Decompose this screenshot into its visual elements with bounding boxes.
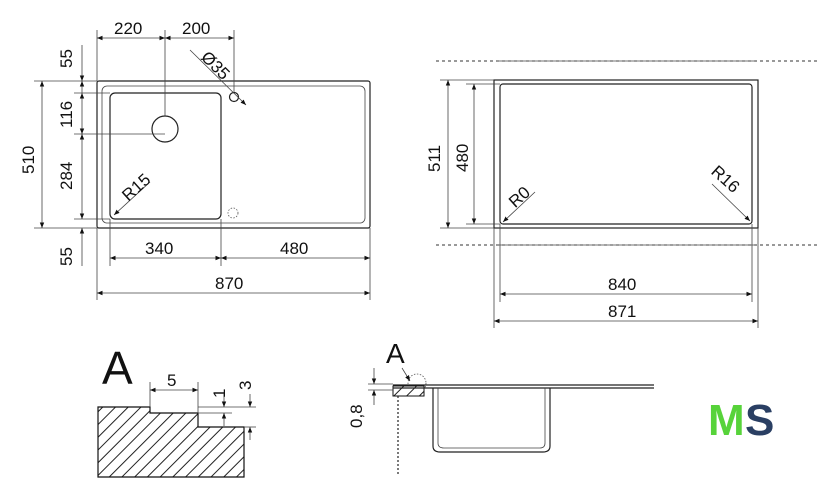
dim-1: 1 — [210, 389, 229, 398]
detail-a-section — [97, 406, 245, 478]
detail-a: A 5 1 3 — [97, 342, 256, 478]
sink-profile — [393, 384, 654, 453]
sink-inner-outline — [101, 85, 366, 224]
brand-logo: M S — [708, 396, 774, 445]
overflow-hole — [227, 207, 239, 219]
dim-r0: R0 — [505, 183, 534, 212]
dim-284: 284 — [57, 162, 76, 190]
dim-480-right: 480 — [453, 144, 472, 172]
dim-r16: R16 — [707, 162, 743, 197]
worktop-section — [392, 385, 425, 397]
dim-3: 3 — [236, 381, 255, 390]
dim-480: 480 — [280, 239, 308, 258]
dim-thickness: 0,8 — [347, 404, 366, 428]
dim-510: 510 — [19, 146, 38, 174]
drain-hole — [151, 115, 179, 143]
dim-200: 200 — [182, 19, 210, 38]
tap-hole — [228, 91, 240, 103]
dim-116: 116 — [57, 101, 76, 128]
dim-220: 220 — [114, 19, 142, 38]
dim-tap-diameter: Ø35 — [197, 47, 233, 83]
section-a-label: A — [386, 338, 405, 369]
section-view: A 0,8 — [347, 338, 654, 476]
cutout-inner — [499, 83, 753, 225]
dim-r15: R15 — [118, 170, 154, 205]
logo-letter-m: M — [708, 396, 745, 445]
sink-outline — [96, 80, 371, 229]
cutout-view: 511 480 R0 R16 840 871 — [425, 60, 820, 328]
bowl-outline — [109, 92, 222, 220]
cutout-outer — [493, 79, 759, 229]
dim-511: 511 — [425, 145, 444, 172]
dim-870: 870 — [215, 274, 243, 293]
dim-871: 871 — [608, 302, 636, 321]
dim-55-bottom: 55 — [57, 247, 76, 266]
dim-55-top: 55 — [57, 49, 76, 68]
dim-5: 5 — [167, 371, 176, 390]
dim-340: 340 — [145, 239, 173, 258]
dim-840: 840 — [608, 275, 636, 294]
plan-view: 220 200 Ø35 55 116 284 55 510 R15 — [19, 19, 371, 300]
logo-letter-s: S — [745, 396, 774, 445]
detail-a-label: A — [102, 342, 133, 394]
